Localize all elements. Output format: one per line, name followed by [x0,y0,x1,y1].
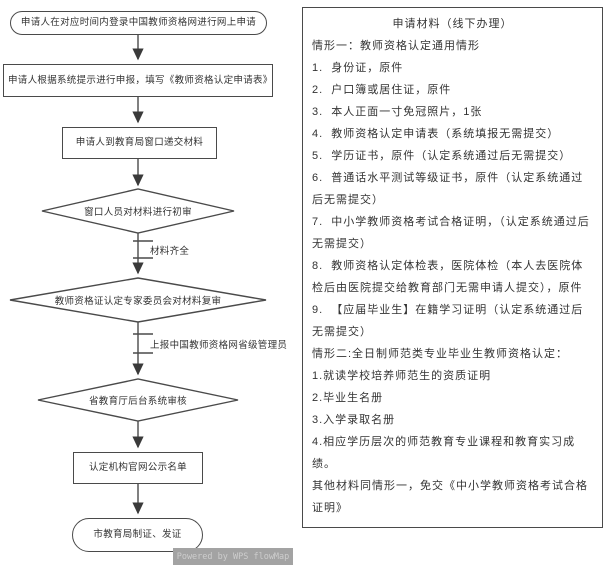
panel-line: 3. 本人正面一寸免冠照片，1张 [312,106,483,118]
edge-label-report-provincial-admin: 上报中国教师资格网省级管理员 [150,340,288,351]
decision-diamond-initial-review [41,188,235,234]
panel-line: 2. 户口簿或居住证，原件 [312,84,452,96]
flow-node-submit-materials: 申请人到教育局窗口递交材料 [62,127,217,159]
flowchart-connectors [9,35,267,515]
panel-line: 6. 普通话水平测试等级证书，原件（认定系统通过后无需提交） [312,172,584,206]
panel-title: 申请材料（线下办理） [392,18,513,30]
decision-diamond-expert-review [9,277,267,323]
panel-line: 3.入学录取名册 [312,414,396,426]
panel-line: 1. 身份证，原件 [312,62,404,74]
panel-line: 9. 【应届毕业生】在籍学习证明（认定系统通过后无需提交） [312,304,584,338]
edge-label-materials-complete: 材料齐全 [150,246,190,257]
flow-node-initial-review-label: 窗口人员对材料进行初审 [84,207,192,218]
panel-line: 情形一：教师资格认定通用情形 [312,40,480,52]
flowchart: 申请人在对应时间内登录中国教师资格网进行网上申请 申请人根据系统提示进行申报，填… [0,0,300,579]
panel-line: 8. 教师资格认定体检表，医院体检（本人去医院体检后由医院提交给教育部门无需申请… [312,260,584,294]
panel-line: 4.相应学历层次的师范教育专业课程和教育实习成绩。 [312,436,576,470]
application-materials-panel: 申请材料（线下办理） 情形一：教师资格认定通用情形 1. 身份证，原件 2. 户… [302,7,603,528]
panel-line: 1.就读学校培养师范生的资质证明 [312,370,492,382]
decision-diamond-system-review [37,378,239,422]
flow-node-publicity: 认定机构官网公示名单 [73,452,203,484]
flow-node-start: 申请人在对应时间内登录中国教师资格网进行网上申请 [10,11,267,35]
panel-line: 其他材料同情形一，免交《中小学教师资格考试合格证明》 [312,480,588,514]
flow-node-end: 市教育局制证、发证 [72,518,203,552]
panel-line: 4. 教师资格认定申请表（系统填报无需提交） [312,128,560,140]
flow-node-system-review-label: 省教育厅后台系统审核 [88,396,187,407]
panel-line: 5. 学历证书，原件（认定系统通过后无需提交） [312,150,572,162]
flow-node-expert-review-label: 教师资格证认定专家委员会对材料复审 [54,296,222,307]
panel-line: 7. 中小学教师资格考试合格证明，（认定系统通过后无需提交） [312,216,590,250]
wps-flowmap-watermark: Powered by WPS flowMap [173,548,293,565]
panel-line: 2.毕业生名册 [312,392,384,404]
flow-node-online-declare: 申请人根据系统提示进行申报，填写《教师资格认定申请表》 [3,64,273,97]
panel-line: 情形二:全日制师范类专业毕业生教师资格认定： [312,348,569,360]
